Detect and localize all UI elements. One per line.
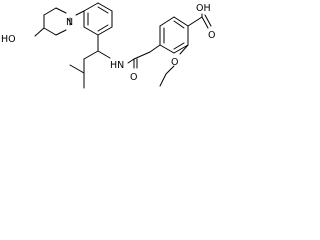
n-aryl-bond [75, 10, 85, 16]
ethoxy-group [159, 44, 189, 87]
oxygen-ethyl-bond [165, 65, 175, 75]
aromatic-bond [83, 2, 99, 12]
aryl-oxygen-bond [179, 44, 189, 55]
aromatic-bond [159, 16, 175, 27]
piperidine-bond [55, 7, 67, 14]
aromatic-bond [159, 44, 175, 54]
amide-nh-label: HN [110, 60, 124, 71]
ethyl-bond [159, 73, 167, 87]
benzene-ring-left [75, 2, 113, 36]
carboxyl-double-bond [204, 14, 212, 27]
aromatic-bond [83, 26, 99, 36]
aromatic-double-bond [97, 6, 109, 14]
chemical-structure-diagram: N HO HN O OH O O [1, 2, 215, 89]
piperidine-nitrogen-label: N [66, 17, 73, 28]
piperidine-ring [34, 7, 71, 37]
carboxylic-oh-label: OH [196, 3, 211, 14]
aromatic-bond [173, 16, 189, 27]
isobutyl-chain [69, 34, 111, 89]
carboxylic-acid-group [187, 13, 212, 29]
amide-oxygen-label: O [130, 72, 137, 83]
aryl-carboxyl-bond [187, 16, 203, 27]
benzene-ring-right [159, 16, 189, 54]
hydroxyl-bond [34, 27, 45, 37]
amide-linker [127, 44, 161, 69]
ether-oxygen-label: O [171, 57, 178, 68]
aromatic-bond [173, 44, 189, 54]
methyl-bond [69, 64, 85, 74]
piperidine-bond [55, 29, 67, 36]
ch2-aryl-bond [149, 44, 161, 53]
carboxyl-double-bond [201, 16, 209, 29]
ch-ch2-bond [83, 50, 99, 60]
aromatic-double-bond [97, 24, 109, 32]
aromatic-double-bond [173, 20, 185, 29]
aromatic-double-bond [173, 42, 185, 50]
piperidine-bond [43, 7, 57, 16]
aromatic-bond [97, 26, 113, 36]
piperidine-bond [43, 27, 57, 36]
aromatic-bond [97, 2, 113, 12]
hydroxyl-label: HO [1, 34, 16, 45]
carbonyl-ch2-bond [133, 51, 151, 60]
carboxyl-oxygen-label: O [208, 30, 215, 41]
nh-carbonyl-bond [127, 58, 135, 64]
ch-nh-bond [97, 50, 111, 59]
